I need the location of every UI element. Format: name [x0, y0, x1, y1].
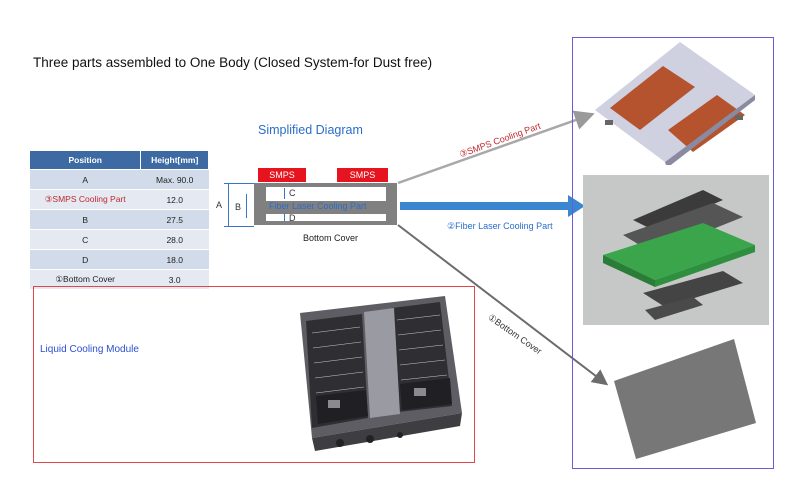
- table-header-row: Position Height[mm]: [28, 150, 209, 170]
- table-row: C 28.0: [29, 229, 209, 250]
- cell-height: 18.0: [140, 249, 209, 270]
- liquid-cooling-module-label: Liquid Cooling Module: [40, 344, 139, 355]
- liquid-cooling-module-box: [33, 286, 475, 463]
- dimension-d-label: D: [289, 213, 296, 223]
- column-header-height: Height[mm]: [140, 150, 209, 170]
- dimension-a-top-tick: [224, 183, 254, 184]
- cell-position: ③SMPS Cooling Part: [29, 189, 141, 210]
- arrow-bottom-cover: [397, 224, 609, 386]
- table-row: B 27.5: [29, 209, 209, 230]
- dimension-b-line: [246, 194, 247, 218]
- cell-position: B: [29, 209, 141, 230]
- dimension-a-line: [228, 183, 229, 227]
- bottom-cover-image: [614, 339, 756, 459]
- liquid-cooling-module-image: [300, 296, 462, 451]
- cell-height: 28.0: [140, 229, 209, 250]
- table-row: ①Bottom Cover 3.0: [29, 269, 209, 290]
- smps-block-right: SMPS: [337, 168, 388, 182]
- bottom-cover-label: Bottom Cover: [303, 233, 359, 243]
- table-row: D 18.0: [29, 249, 209, 270]
- cell-height: 27.5: [140, 209, 209, 230]
- diagram-title: Simplified Diagram: [258, 123, 363, 137]
- cell-position: C: [29, 229, 141, 250]
- fiber-laser-cooling-part-image: [583, 175, 769, 325]
- dimension-b-label: B: [235, 202, 242, 212]
- arrow-label-laser: ②Fiber Laser Cooling Part: [447, 221, 553, 231]
- cell-position: D: [29, 249, 141, 270]
- arrow-smps: [397, 110, 595, 185]
- smps-cooling-part-image: [595, 42, 755, 165]
- page-title: Three parts assembled to One Body (Close…: [33, 55, 433, 70]
- arrow-fiber-laser: [400, 195, 585, 217]
- fiber-laser-label: Fiber Laser Cooling Part: [269, 201, 367, 211]
- table-row: ③SMPS Cooling Part 12.0: [29, 189, 209, 210]
- parts-panel: [572, 37, 774, 469]
- dimension-a-label: A: [216, 200, 223, 210]
- smps-block-left: SMPS: [258, 168, 306, 182]
- cell-height: 3.0: [140, 269, 209, 290]
- lower-cavity: [266, 214, 386, 221]
- cell-height: 12.0: [140, 189, 209, 210]
- dimension-d-line: [284, 214, 285, 221]
- table-row: A Max. 90.0: [29, 169, 209, 190]
- dimension-c-label: C: [289, 188, 296, 198]
- cell-position: ①Bottom Cover: [29, 269, 141, 290]
- cell-height: Max. 90.0: [140, 169, 209, 190]
- column-header-position: Position: [28, 150, 142, 170]
- dimension-a-bottom-tick: [224, 226, 254, 227]
- upper-cavity: [266, 187, 386, 201]
- height-table: Position Height[mm] A Max. 90.0 ③SMPS Co…: [28, 150, 209, 290]
- cell-position: A: [29, 169, 141, 190]
- dimension-c-line: [284, 188, 285, 199]
